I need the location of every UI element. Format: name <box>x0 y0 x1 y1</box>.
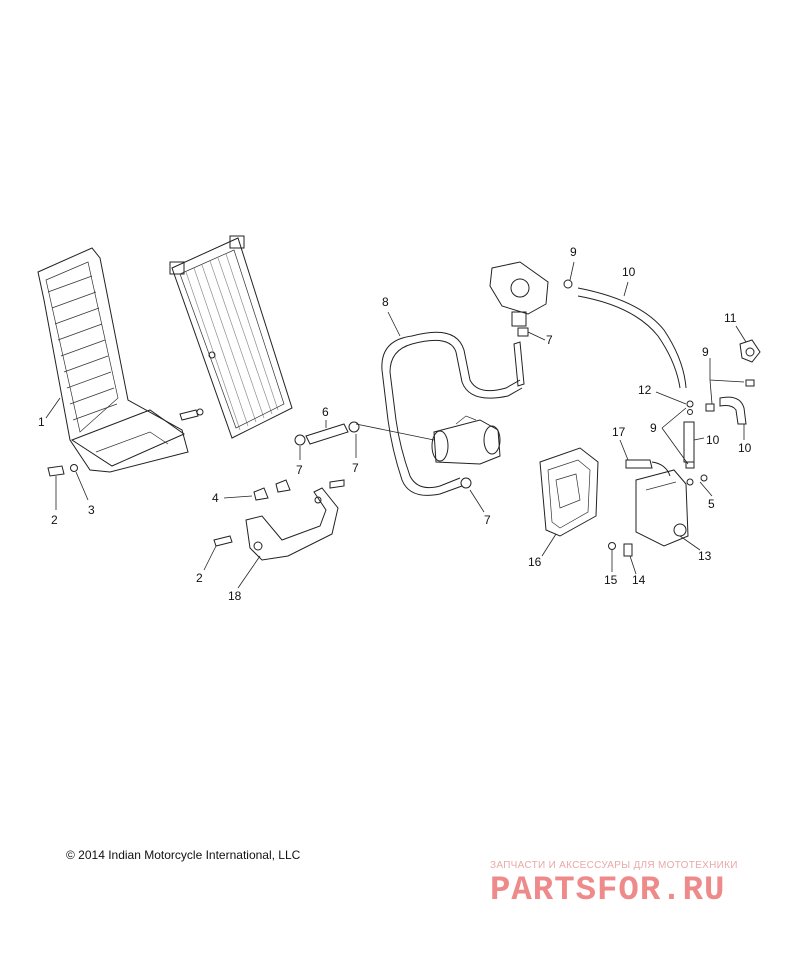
callout-1: 1 <box>38 415 45 429</box>
callout-8: 8 <box>382 295 389 309</box>
callout-11: 11 <box>724 311 737 325</box>
hose-6 <box>294 421 360 446</box>
fittings-right <box>683 379 755 469</box>
reservoir-13 <box>635 469 689 547</box>
watermark-tagline: ЗАПЧАСТИ И АКСЕССУАРЫ ДЛЯ МОТОТЕХНИКИ <box>490 860 738 871</box>
callout-3: 3 <box>88 503 95 517</box>
bracket-18 <box>213 487 339 561</box>
callout-6: 6 <box>322 405 329 419</box>
callout-13: 13 <box>698 549 712 563</box>
callout-9-right: 9 <box>702 345 709 359</box>
hose-8 <box>381 331 525 496</box>
callout-10-right: 10 <box>738 441 752 455</box>
radiator-shroud <box>37 247 189 473</box>
leader-lines <box>45 261 747 589</box>
callout-18: 18 <box>228 589 242 603</box>
callout-7-top: 7 <box>546 333 553 347</box>
callout-5: 5 <box>708 497 715 511</box>
callout-9-top: 9 <box>570 245 577 259</box>
grommets-4 <box>253 479 345 501</box>
copyright-text: © 2014 Indian Motorcycle International, … <box>66 848 301 862</box>
callout-15: 15 <box>604 573 618 587</box>
callout-14: 14 <box>632 573 646 587</box>
callout-10-mid: 10 <box>706 433 720 447</box>
radiator <box>169 235 293 439</box>
callout-10-top: 10 <box>622 265 636 279</box>
callout-2-left: 2 <box>51 513 58 527</box>
callout-9-mid: 9 <box>650 421 657 435</box>
callout-7-c: 7 <box>484 513 491 527</box>
bolts-left <box>47 408 204 477</box>
callout-12: 12 <box>638 383 652 397</box>
bracket-11 <box>739 339 761 363</box>
callout-labels: 1 2 3 6 7 7 8 9 10 11 9 12 9 10 10 17 5 … <box>38 245 752 603</box>
watermark-logo: PARTSFOR.RU <box>490 872 726 910</box>
callout-16: 16 <box>528 555 542 569</box>
callout-2-bottom: 2 <box>196 571 203 585</box>
fasteners-small <box>608 474 708 557</box>
callout-4: 4 <box>212 491 219 505</box>
hose-17 <box>625 459 671 477</box>
hose-10-upper <box>577 287 687 389</box>
callout-7-a: 7 <box>296 463 303 477</box>
callout-7-b: 7 <box>352 461 359 475</box>
cover-16 <box>539 447 599 537</box>
water-pump <box>355 415 501 465</box>
thermostat-housing <box>489 261 573 337</box>
callout-17: 17 <box>612 425 626 439</box>
